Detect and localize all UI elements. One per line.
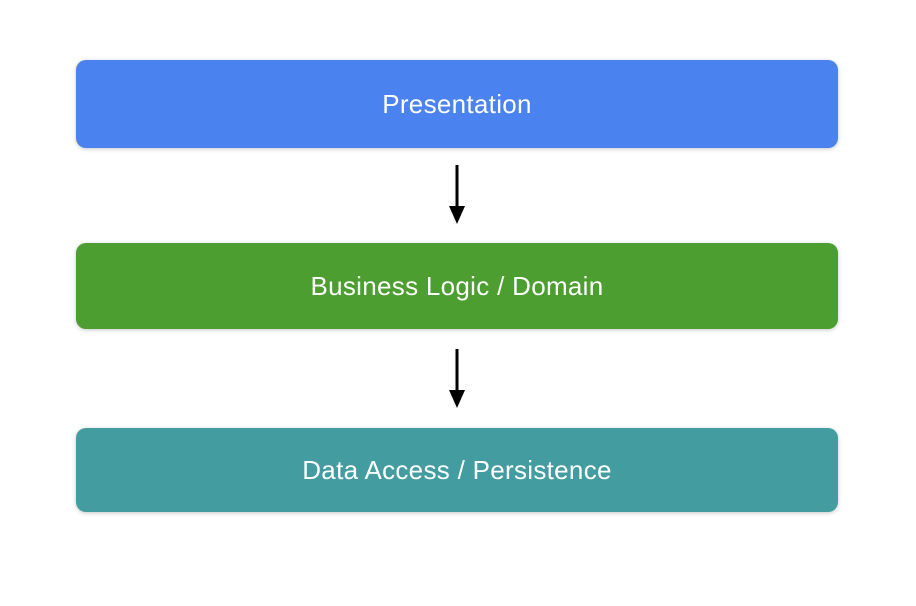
layer-label-business-logic: Business Logic / Domain: [310, 270, 604, 301]
layer-box-business-logic: Business Logic / Domain: [76, 243, 838, 329]
arrow-business-to-data-access: [449, 349, 465, 408]
layer-box-presentation: Presentation: [76, 60, 838, 148]
layer-box-data-access: Data Access / Persistence: [76, 428, 838, 512]
arrow-head-icon: [449, 390, 465, 408]
arrow-head-icon: [449, 206, 465, 224]
arrow-presentation-to-business: [449, 165, 465, 224]
layer-label-presentation: Presentation: [382, 88, 532, 119]
layer-label-data-access: Data Access / Persistence: [302, 454, 612, 485]
